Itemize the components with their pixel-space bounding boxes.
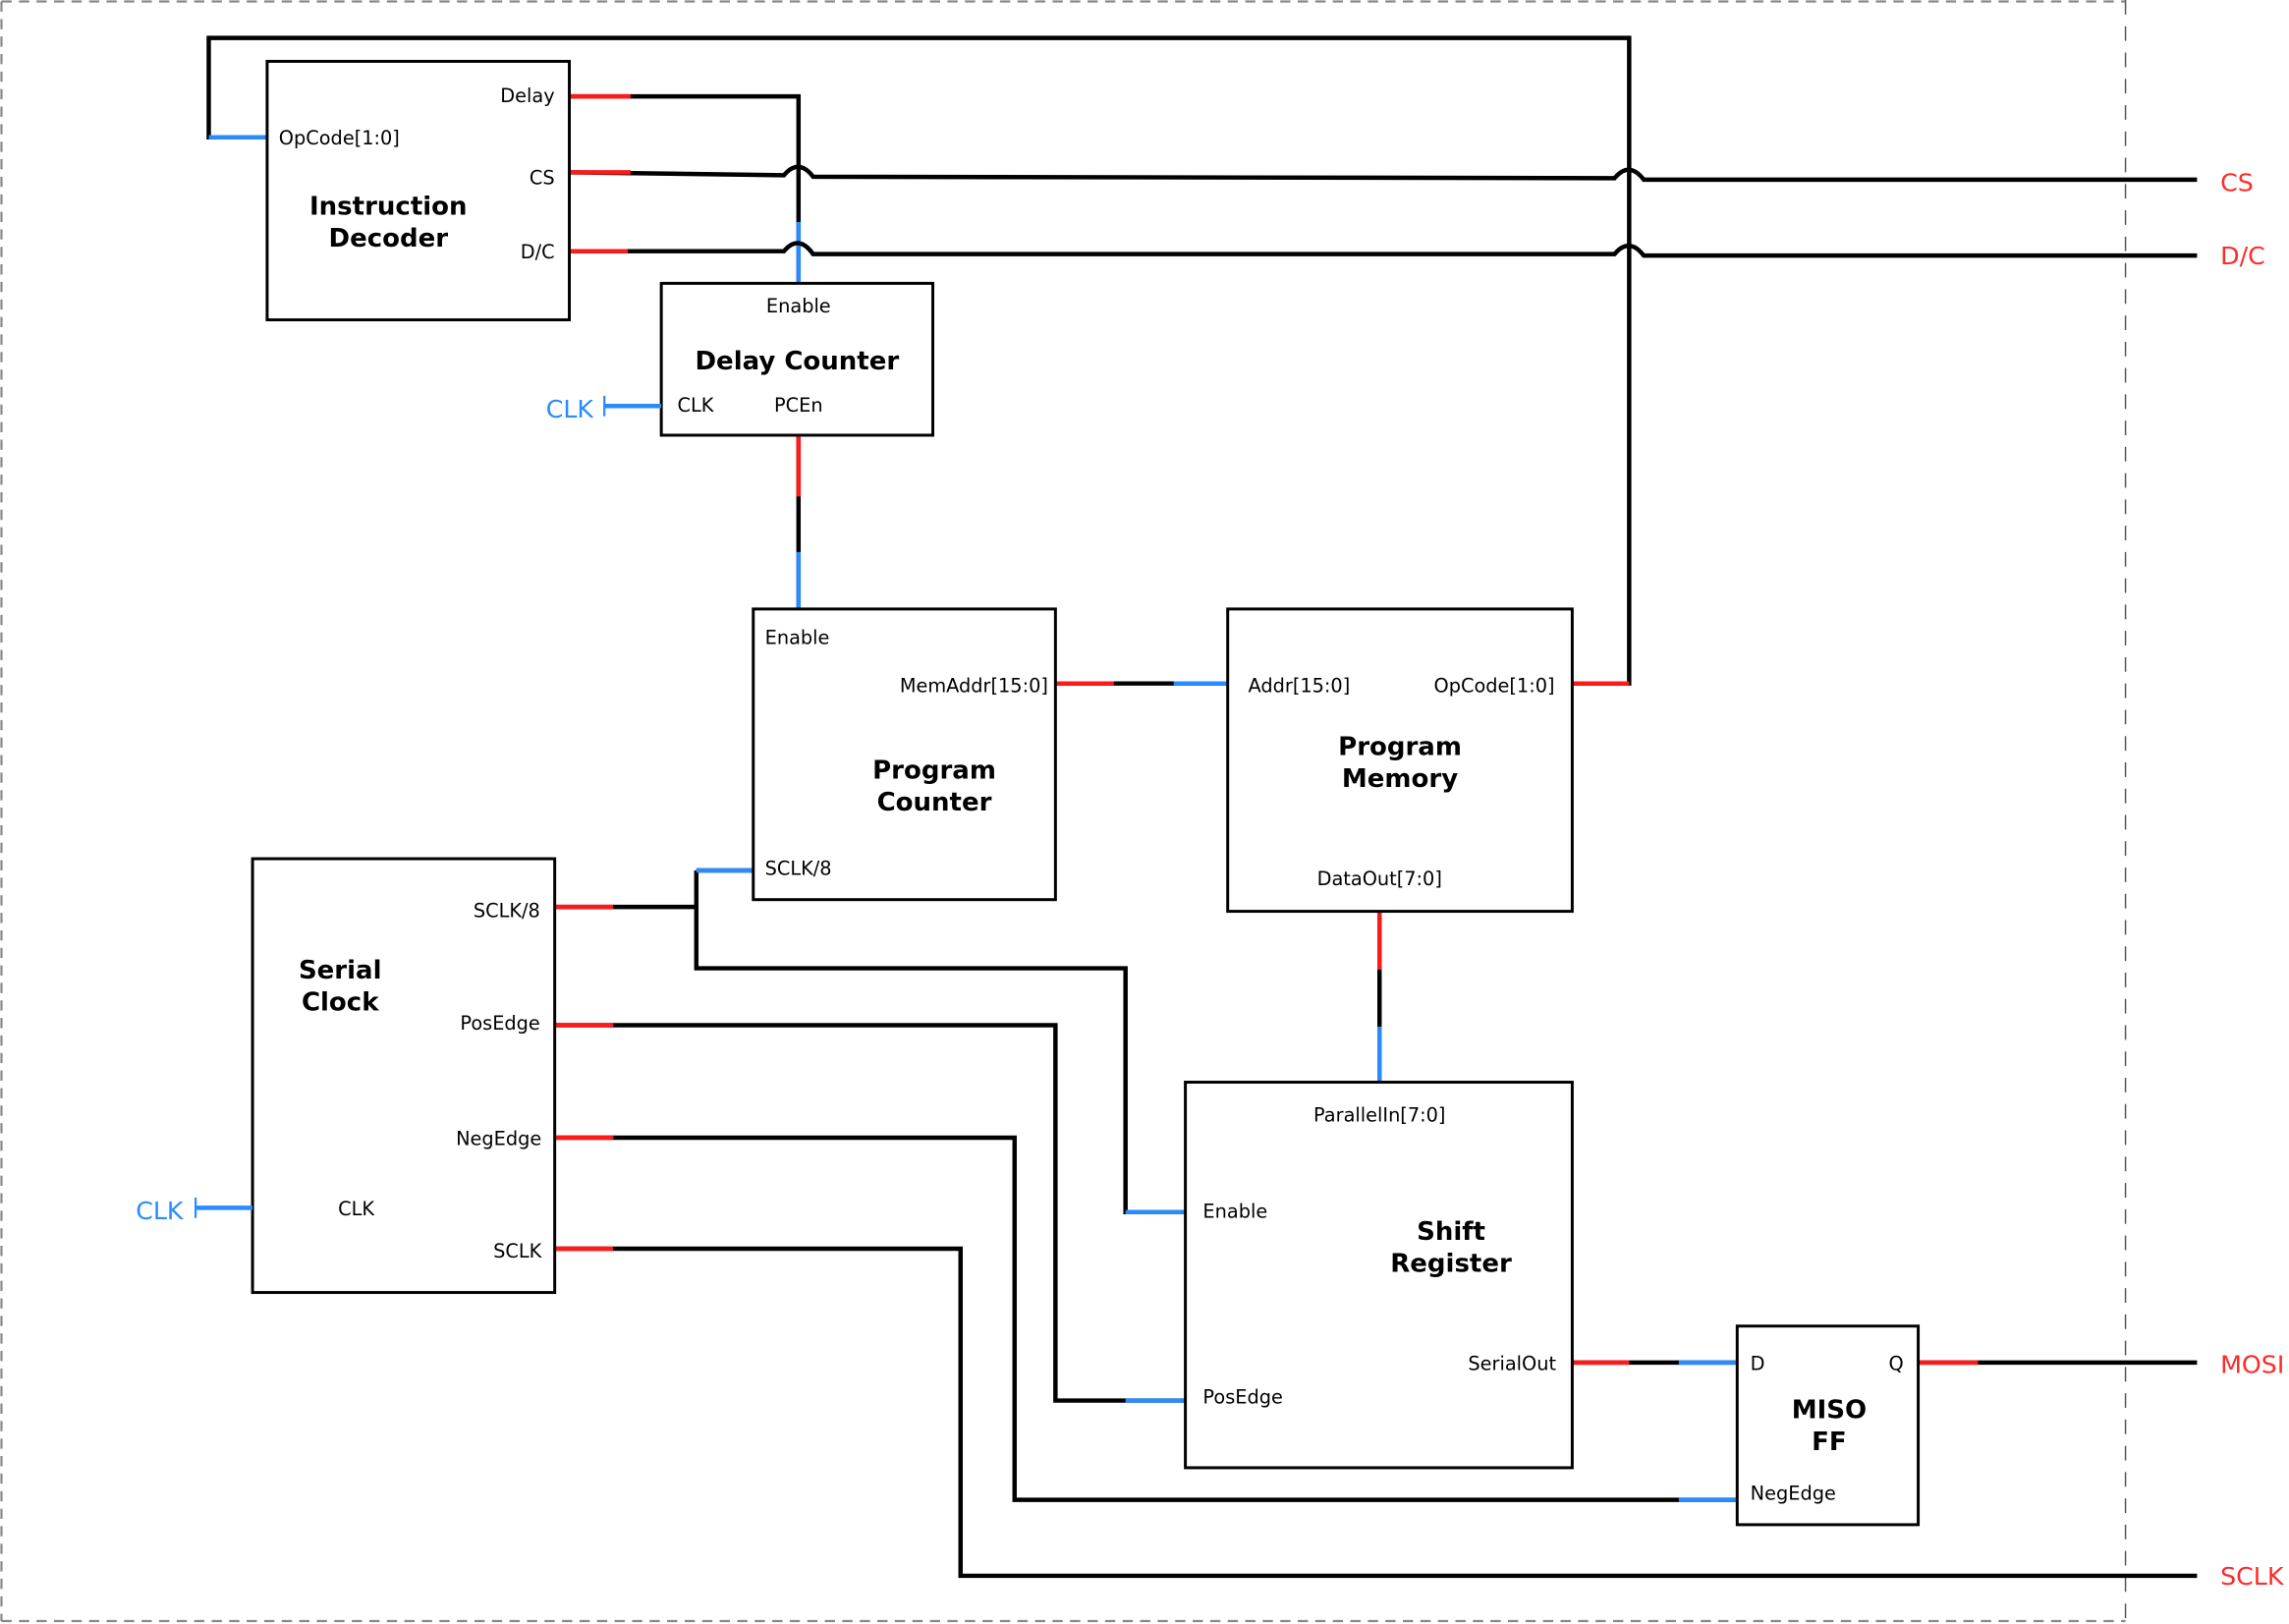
- pin-label-shift-register-enable: Enable: [1202, 1201, 1267, 1223]
- output-port-sclk: SCLK: [2220, 1562, 2285, 1591]
- input-port-clk-serial-clock: CLK: [136, 1197, 253, 1225]
- pin-label-shift-register-serialout: SerialOut: [1468, 1352, 1556, 1374]
- external-ports: CLK CLK CS D/C MOSI SCLK: [136, 169, 2285, 1591]
- program-memory-title: Program: [1338, 733, 1462, 762]
- pin-label-instruction-decoder-delay: Delay: [500, 84, 554, 107]
- delay-counter-title: Delay Counter: [695, 347, 899, 376]
- pin-label-miso-ff-q: Q: [1889, 1352, 1904, 1374]
- pin-label-program-counter-sclk8: SCLK/8: [765, 857, 832, 879]
- shift-register-title: Register: [1390, 1250, 1512, 1279]
- miso-ff-title: MISO: [1792, 1395, 1867, 1425]
- wire-negedge: [554, 1135, 1738, 1502]
- shift-register-title: Shift: [1417, 1217, 1485, 1247]
- program-memory-title: Memory: [1342, 764, 1458, 794]
- miso-ff-box: [1735, 1324, 1921, 1527]
- wire-sclk8: [554, 868, 1186, 1215]
- pin-label-miso-ff-negedge: NegEdge: [1751, 1483, 1836, 1505]
- pin-label-instruction-decoder-opcode: OpCode[1:0]: [279, 127, 400, 149]
- wire-cs: [569, 164, 2198, 183]
- instruction-decoder-title: Instruction: [309, 193, 468, 222]
- instruction-decoder-title: Decoder: [328, 224, 448, 253]
- pin-label-instruction-decoder-dc: D/C: [521, 241, 555, 263]
- pin-label-serial-clock-sclk: SCLK: [493, 1240, 542, 1262]
- program-counter-title: Program: [872, 756, 996, 785]
- wire-dc: [569, 241, 2198, 258]
- delay-counter-box: [659, 281, 935, 437]
- input-port-clk-delay-counter: CLK: [546, 395, 662, 423]
- output-port-dc: D/C: [2220, 242, 2265, 270]
- pin-label-delay-counter-enable: Enable: [766, 295, 831, 317]
- pin-label-shift-register-posedge: PosEdge: [1202, 1386, 1282, 1409]
- program-counter-title: Counter: [877, 788, 992, 817]
- pin-label-program-memory-dataout: DataOut[7:0]: [1317, 868, 1442, 890]
- pin-label-serial-clock-sclk8: SCLK/8: [474, 900, 540, 923]
- wire-sclk: [554, 1246, 2198, 1579]
- serial-clock-title: Clock: [302, 988, 379, 1018]
- pin-label-delay-counter-clk: CLK: [677, 394, 714, 417]
- module-boundary: [0, 0, 2127, 1624]
- wire-posedge: [554, 1023, 1186, 1403]
- shift-register-box: [1184, 1081, 1574, 1470]
- pin-label-program-memory-opcode: OpCode[1:0]: [1434, 675, 1555, 698]
- output-port-mosi: MOSI: [2220, 1350, 2284, 1378]
- program-memory-box: [1226, 607, 1574, 914]
- pin-label-delay-counter-pcen: PCEn: [774, 394, 823, 417]
- serial-clock-box: [251, 857, 557, 1295]
- miso-ff-block[interactable]: MISO FF D Q NegEdge: [1735, 1324, 1921, 1527]
- miso-ff-title: FF: [1812, 1428, 1847, 1457]
- input-port-label: CLK: [546, 395, 595, 423]
- pin-label-serial-clock-clk: CLK: [338, 1198, 375, 1220]
- serial-clock-title: Serial: [299, 956, 382, 985]
- pin-label-program-counter-memaddr: MemAddr[15:0]: [900, 675, 1048, 698]
- pin-label-serial-clock-posedge: PosEdge: [460, 1012, 539, 1035]
- blocks: InstructionDecoderOpCode[1:0]DelayCSD/CD…: [251, 59, 1921, 1527]
- pin-label-shift-register-parallelin: ParallelIn[7:0]: [1313, 1104, 1445, 1127]
- pin-label-program-memory-addr: Addr[15:0]: [1249, 675, 1351, 698]
- pin-label-instruction-decoder-cs: CS: [530, 166, 555, 189]
- pin-label-program-counter-enable: Enable: [765, 627, 830, 649]
- instruction-decoder-box: [265, 59, 572, 322]
- wires: [206, 35, 2198, 1579]
- wire-delay: [569, 93, 802, 284]
- pin-label-serial-clock-negedge: NegEdge: [456, 1127, 541, 1149]
- input-port-label: CLK: [136, 1197, 185, 1225]
- program-counter-box: [752, 607, 1057, 902]
- output-port-cs: CS: [2220, 169, 2254, 197]
- pin-label-miso-ff-d: D: [1751, 1352, 1765, 1374]
